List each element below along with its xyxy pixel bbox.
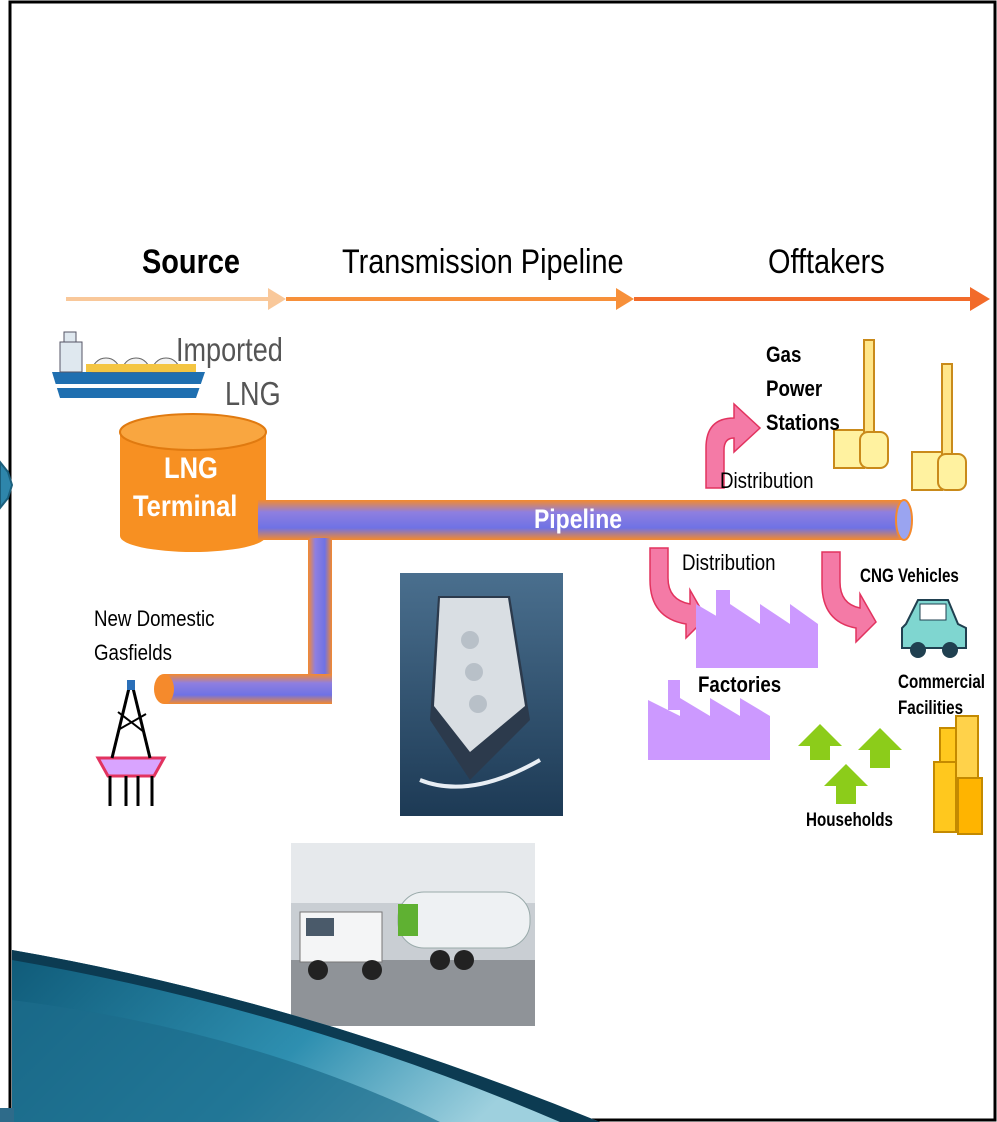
household-arrow-icon-3 [824, 764, 868, 804]
lng-terminal-label-line1: LNG [164, 452, 218, 485]
pipeline-label: Pipeline [534, 504, 623, 534]
new-domestic-label-line2: Gasfields [94, 640, 172, 665]
lng-carrier-photo [400, 573, 563, 816]
main-pipeline [258, 500, 906, 540]
factory-icon-1 [696, 590, 818, 668]
cng-vehicles-label: CNG Vehicles [860, 566, 959, 587]
lng-ship-icon [52, 331, 205, 398]
gas-power-label-line2: Power [766, 376, 823, 401]
distribution-down-arrow-2-icon [821, 551, 877, 644]
power-station-icon-2 [911, 363, 967, 491]
gas-power-label-line3: Stations [766, 410, 840, 435]
factories-label: Factories [698, 672, 782, 697]
lng-terminal-tank-icon [119, 413, 267, 552]
flow-arrow-transmission [286, 288, 634, 310]
cng-vehicle-car-icon [901, 599, 967, 658]
header-source: Source [142, 243, 240, 281]
factory-icon-2 [648, 680, 770, 760]
commercial-label-line1: Commercial [898, 672, 986, 693]
imported-lng-label: LNG [225, 375, 281, 412]
new-domestic-label-line1: New Domestic [94, 606, 215, 631]
imported-label: Imported [176, 331, 283, 368]
distribution-up-arrow-icon [705, 402, 762, 489]
power-station-icon-1 [833, 339, 889, 469]
left-edge-arrow-icon [0, 460, 14, 510]
header-transmission-pipeline: Transmission Pipeline [342, 243, 624, 281]
commercial-label-line2: Facilities [898, 698, 964, 719]
flow-arrow-source [66, 288, 286, 310]
flow-arrow-offtakers [634, 287, 990, 311]
household-arrow-icon-2 [858, 728, 902, 768]
lng-truck-photo [291, 843, 535, 1026]
households-label: Households [806, 810, 893, 831]
distribution-label-top: Distribution [720, 468, 814, 493]
corner-swoosh-decoration [0, 950, 600, 1122]
gas-power-label-line1: Gas [766, 342, 802, 367]
header-offtakers: Offtakers [768, 243, 885, 281]
branch-pipeline-horizontal [164, 674, 332, 704]
distribution-label-mid: Distribution [682, 550, 776, 575]
lng-terminal-label-line2: Terminal [133, 490, 238, 523]
gas-rig-icon [95, 680, 167, 806]
commercial-buildings-icon [933, 715, 983, 835]
household-arrow-icon-1 [798, 724, 842, 760]
